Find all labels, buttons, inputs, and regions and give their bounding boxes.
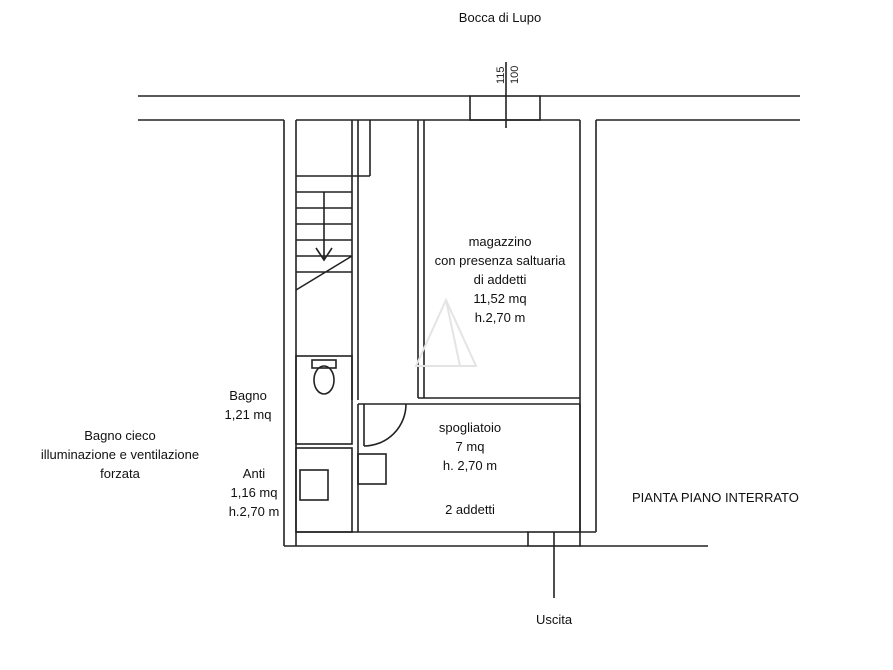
storage-height: h.2,70 m bbox=[474, 310, 526, 325]
antibath-label: Anti 1,16 mq h.2,70 m bbox=[218, 464, 290, 521]
bathroom-label: Bagno 1,21 mq bbox=[212, 386, 284, 424]
corridor-walls bbox=[351, 120, 371, 400]
exit-label: Uscita bbox=[535, 612, 573, 627]
bathroom-name: Bagno bbox=[229, 388, 267, 403]
toilet bbox=[313, 365, 335, 395]
storage-area: 11,52 mq bbox=[473, 291, 527, 306]
bathroom-area: 1,21 mq bbox=[224, 407, 272, 422]
changing-room-height: h. 2,70 m bbox=[442, 458, 498, 473]
door-swing bbox=[363, 403, 407, 447]
changing-room-area: 7 mq bbox=[455, 439, 485, 454]
top-wall bbox=[138, 95, 800, 546]
bath-note-line1: Bagno cieco bbox=[84, 428, 156, 443]
antibath-name: Anti bbox=[242, 466, 266, 481]
plan-title: PIANTA PIANO INTERRATO bbox=[632, 490, 799, 505]
antibath-walls bbox=[295, 447, 353, 533]
changing-room-occupancy: 2 addetti bbox=[445, 502, 495, 517]
bathroom-walls bbox=[295, 355, 353, 445]
sink bbox=[299, 469, 329, 501]
light-well bbox=[469, 95, 541, 121]
bath-note: Bagno cieco illuminazione e ventilazione… bbox=[30, 426, 210, 483]
dimension-lower: 100 bbox=[509, 66, 521, 84]
storage-room-label: magazzino con presenza saltuaria di adde… bbox=[400, 232, 600, 327]
stair bbox=[295, 175, 353, 291]
dimension-upper: 115 bbox=[495, 66, 507, 84]
watermark-logo bbox=[414, 297, 478, 367]
storage-desc: con presenza saltuaria bbox=[434, 253, 566, 268]
storage-name: magazzino bbox=[468, 234, 532, 249]
toilet-tank bbox=[311, 359, 337, 369]
bath-note-line3: forzata bbox=[100, 466, 140, 481]
changing-bench bbox=[357, 453, 387, 485]
antibath-area: 1,16 mq bbox=[230, 485, 278, 500]
storage-desc-2: di addetti bbox=[473, 272, 527, 287]
changing-room-name: spogliatoio bbox=[438, 420, 502, 435]
bath-note-line2: illuminazione e ventilazione bbox=[40, 447, 200, 462]
antibath-height: h.2,70 m bbox=[228, 504, 280, 519]
storage-partition bbox=[417, 120, 580, 399]
bottom-wall bbox=[284, 531, 708, 547]
changing-room-label: spogliatoio 7 mq h. 2,70 m bbox=[410, 418, 530, 475]
top-label: Bocca di Lupo bbox=[458, 10, 542, 25]
